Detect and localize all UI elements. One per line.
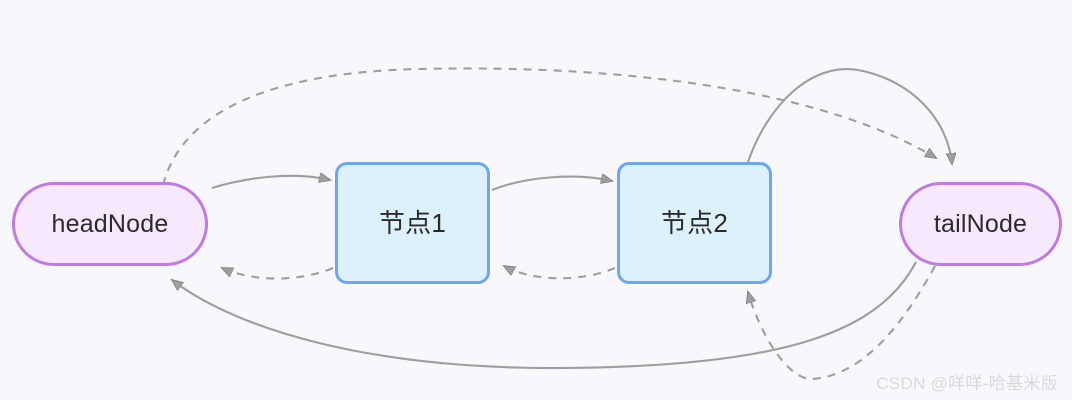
node-jiedian1-label: 节点1	[378, 208, 447, 238]
edge-tail-to-head	[172, 261, 917, 370]
edge-tail-to-node2	[748, 265, 936, 381]
watermark: CSDN @咩咩-哈基米版	[876, 374, 1058, 393]
node-tailnode-label: tailNode	[933, 209, 1028, 238]
edge-node1-to-node2	[491, 177, 612, 191]
node-tailnode[interactable]: tailNode	[899, 182, 1062, 266]
edge-node2-to-tail	[747, 67, 952, 164]
node-headnode-label: headNode	[51, 209, 169, 238]
edge-node2-to-node1	[504, 266, 616, 280]
node-headnode[interactable]: headNode	[12, 182, 208, 266]
node-jiedian1[interactable]: 节点1	[335, 162, 490, 284]
node-jiedian2[interactable]: 节点2	[617, 162, 772, 284]
edge-head-to-node1	[211, 176, 330, 190]
edge-head-to-tail	[161, 67, 936, 186]
node-jiedian2-label: 节点2	[660, 208, 729, 238]
edge-node1-to-head	[222, 267, 334, 280]
